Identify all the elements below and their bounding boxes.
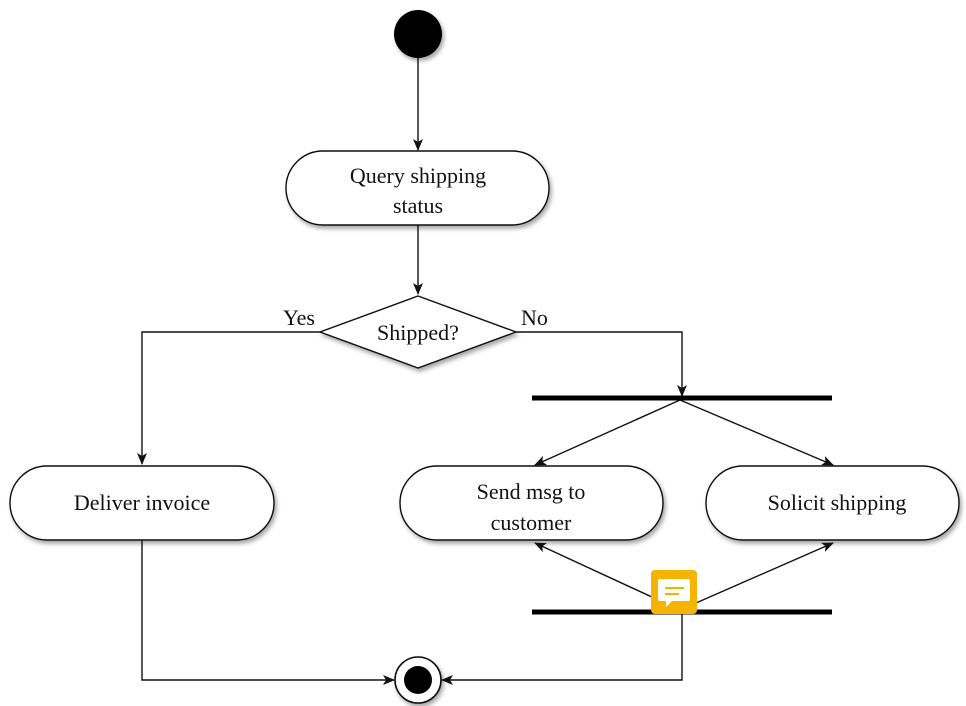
decision-shipped: Shipped? (317, 295, 519, 369)
action-query-label-line2: status (393, 193, 443, 218)
action-send-msg-label-line2: customer (491, 510, 572, 535)
action-deliver-label: Deliver invoice (74, 490, 210, 515)
edge-join-to-solicit (679, 542, 834, 611)
action-solicit-shipping: Solicit shipping (705, 465, 960, 541)
message-note-icon[interactable] (651, 570, 697, 614)
edge-join-to-final (441, 614, 683, 685)
edge-label-yes: Yes (283, 305, 315, 330)
edge-no-to-fork (516, 331, 687, 397)
action-deliver-invoice: Deliver invoice (9, 465, 275, 541)
action-query-label-line1: Query shipping (350, 163, 486, 188)
action-query-shipping-status: Query shipping status (285, 150, 550, 226)
edge-yes-to-deliver (137, 331, 320, 465)
action-send-msg-label-line1: Send msg to (477, 479, 586, 504)
action-solicit-label: Solicit shipping (768, 490, 907, 515)
edge-deliver-to-final (141, 540, 395, 685)
initial-node (394, 10, 442, 58)
edge-fork-to-send-msg (534, 399, 681, 466)
final-node (394, 656, 442, 704)
decision-label: Shipped? (377, 320, 459, 345)
edge-label-no: No (521, 305, 548, 330)
action-send-msg-to-customer: Send msg to customer (399, 465, 664, 541)
edge-fork-to-solicit (679, 399, 834, 466)
